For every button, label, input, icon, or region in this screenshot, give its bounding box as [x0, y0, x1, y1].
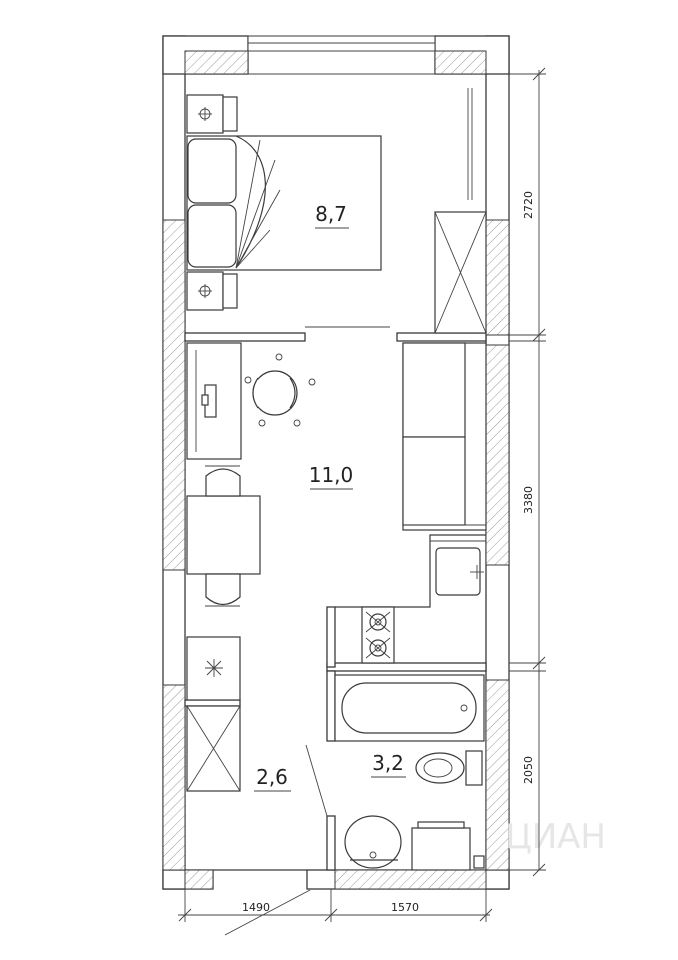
washing-machine [411, 821, 485, 871]
stove [361, 606, 395, 664]
hatched-walls [162, 50, 510, 890]
dimensions-bottom: 1490 1570 [178, 889, 493, 936]
dim-right-top: 2720 [522, 191, 535, 219]
area-bedroom: 8,7 [315, 202, 347, 226]
dimensions-right: 2720 3380 2050 [509, 67, 546, 877]
area-living: 11,0 [309, 463, 354, 487]
wardrobe [434, 88, 487, 334]
desk [186, 342, 242, 460]
partitions [184, 326, 487, 871]
window-top [247, 35, 436, 75]
area-hall: 2,6 [256, 765, 288, 789]
dim-right-bottom: 2050 [522, 756, 535, 784]
hall-cabinet [186, 636, 241, 792]
room-labels: 8,7 11,0 2,6 3,2 [254, 202, 406, 792]
watermark: ЦИАН [505, 817, 606, 857]
dim-right-middle: 3380 [522, 486, 535, 514]
bath-sink [344, 815, 402, 869]
sofa [402, 342, 487, 531]
nightstands [186, 94, 238, 311]
dim-bottom-right: 1570 [391, 901, 419, 914]
toilet [415, 750, 483, 786]
bathtub [334, 674, 485, 742]
area-bath: 3,2 [372, 751, 404, 775]
dining-set [186, 465, 261, 607]
desk-chair [244, 353, 316, 427]
kitchen-sink [435, 547, 484, 596]
bed [186, 135, 382, 271]
dim-bottom-left: 1490 [242, 901, 270, 914]
